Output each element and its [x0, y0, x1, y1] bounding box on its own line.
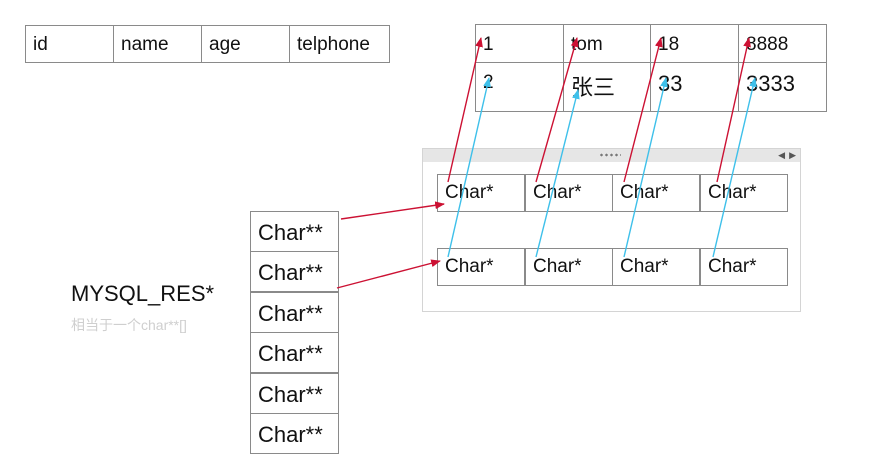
result-sublabel: 相当于一个char**[]: [71, 317, 187, 333]
char-pointer-cell: Char*: [612, 174, 700, 212]
header-cell-telphone: telphone: [289, 25, 390, 63]
char-double-pointer-cell: Char**: [250, 211, 339, 252]
header-cell-age: age: [201, 25, 290, 63]
drag-handle-icon[interactable]: [599, 153, 621, 157]
header-cell-name: name: [113, 25, 202, 63]
char-pointer-cell: Char*: [700, 248, 788, 286]
red-arrow: [340, 201, 445, 220]
char-double-pointer-cell: Char**: [250, 373, 339, 414]
result-label: MYSQL_RES*: [71, 281, 215, 306]
char-pointer-cell: Char*: [525, 248, 613, 286]
red-arrow: [623, 37, 663, 183]
char-pointer-cell: Char*: [525, 174, 613, 212]
scroll-right-icon[interactable]: ▶: [789, 150, 796, 160]
scroll-left-icon[interactable]: ◀: [778, 150, 785, 160]
char-double-pointer-cell: Char**: [250, 251, 339, 292]
red-arrow: [716, 37, 751, 183]
panel-title-bar: ◀ ▶: [423, 149, 800, 162]
red-arrow: [447, 37, 483, 183]
char-pointer-cell: Char*: [612, 248, 700, 286]
red-arrow: [535, 37, 579, 183]
blue-arrow: [535, 89, 580, 258]
blue-arrow: [623, 77, 668, 258]
blue-arrow: [447, 77, 491, 258]
blue-arrow: [712, 77, 757, 258]
char-pointer-cell: Char*: [437, 174, 525, 212]
char-double-pointer-cell: Char**: [250, 332, 339, 373]
red-arrow: [336, 259, 441, 289]
char-double-pointer-cell: Char**: [250, 413, 339, 454]
char-pointer-cell: Char*: [437, 248, 525, 286]
char-double-pointer-cell: Char**: [250, 292, 339, 333]
header-cell-id: id: [25, 25, 114, 63]
char-pointer-cell: Char*: [700, 174, 788, 212]
